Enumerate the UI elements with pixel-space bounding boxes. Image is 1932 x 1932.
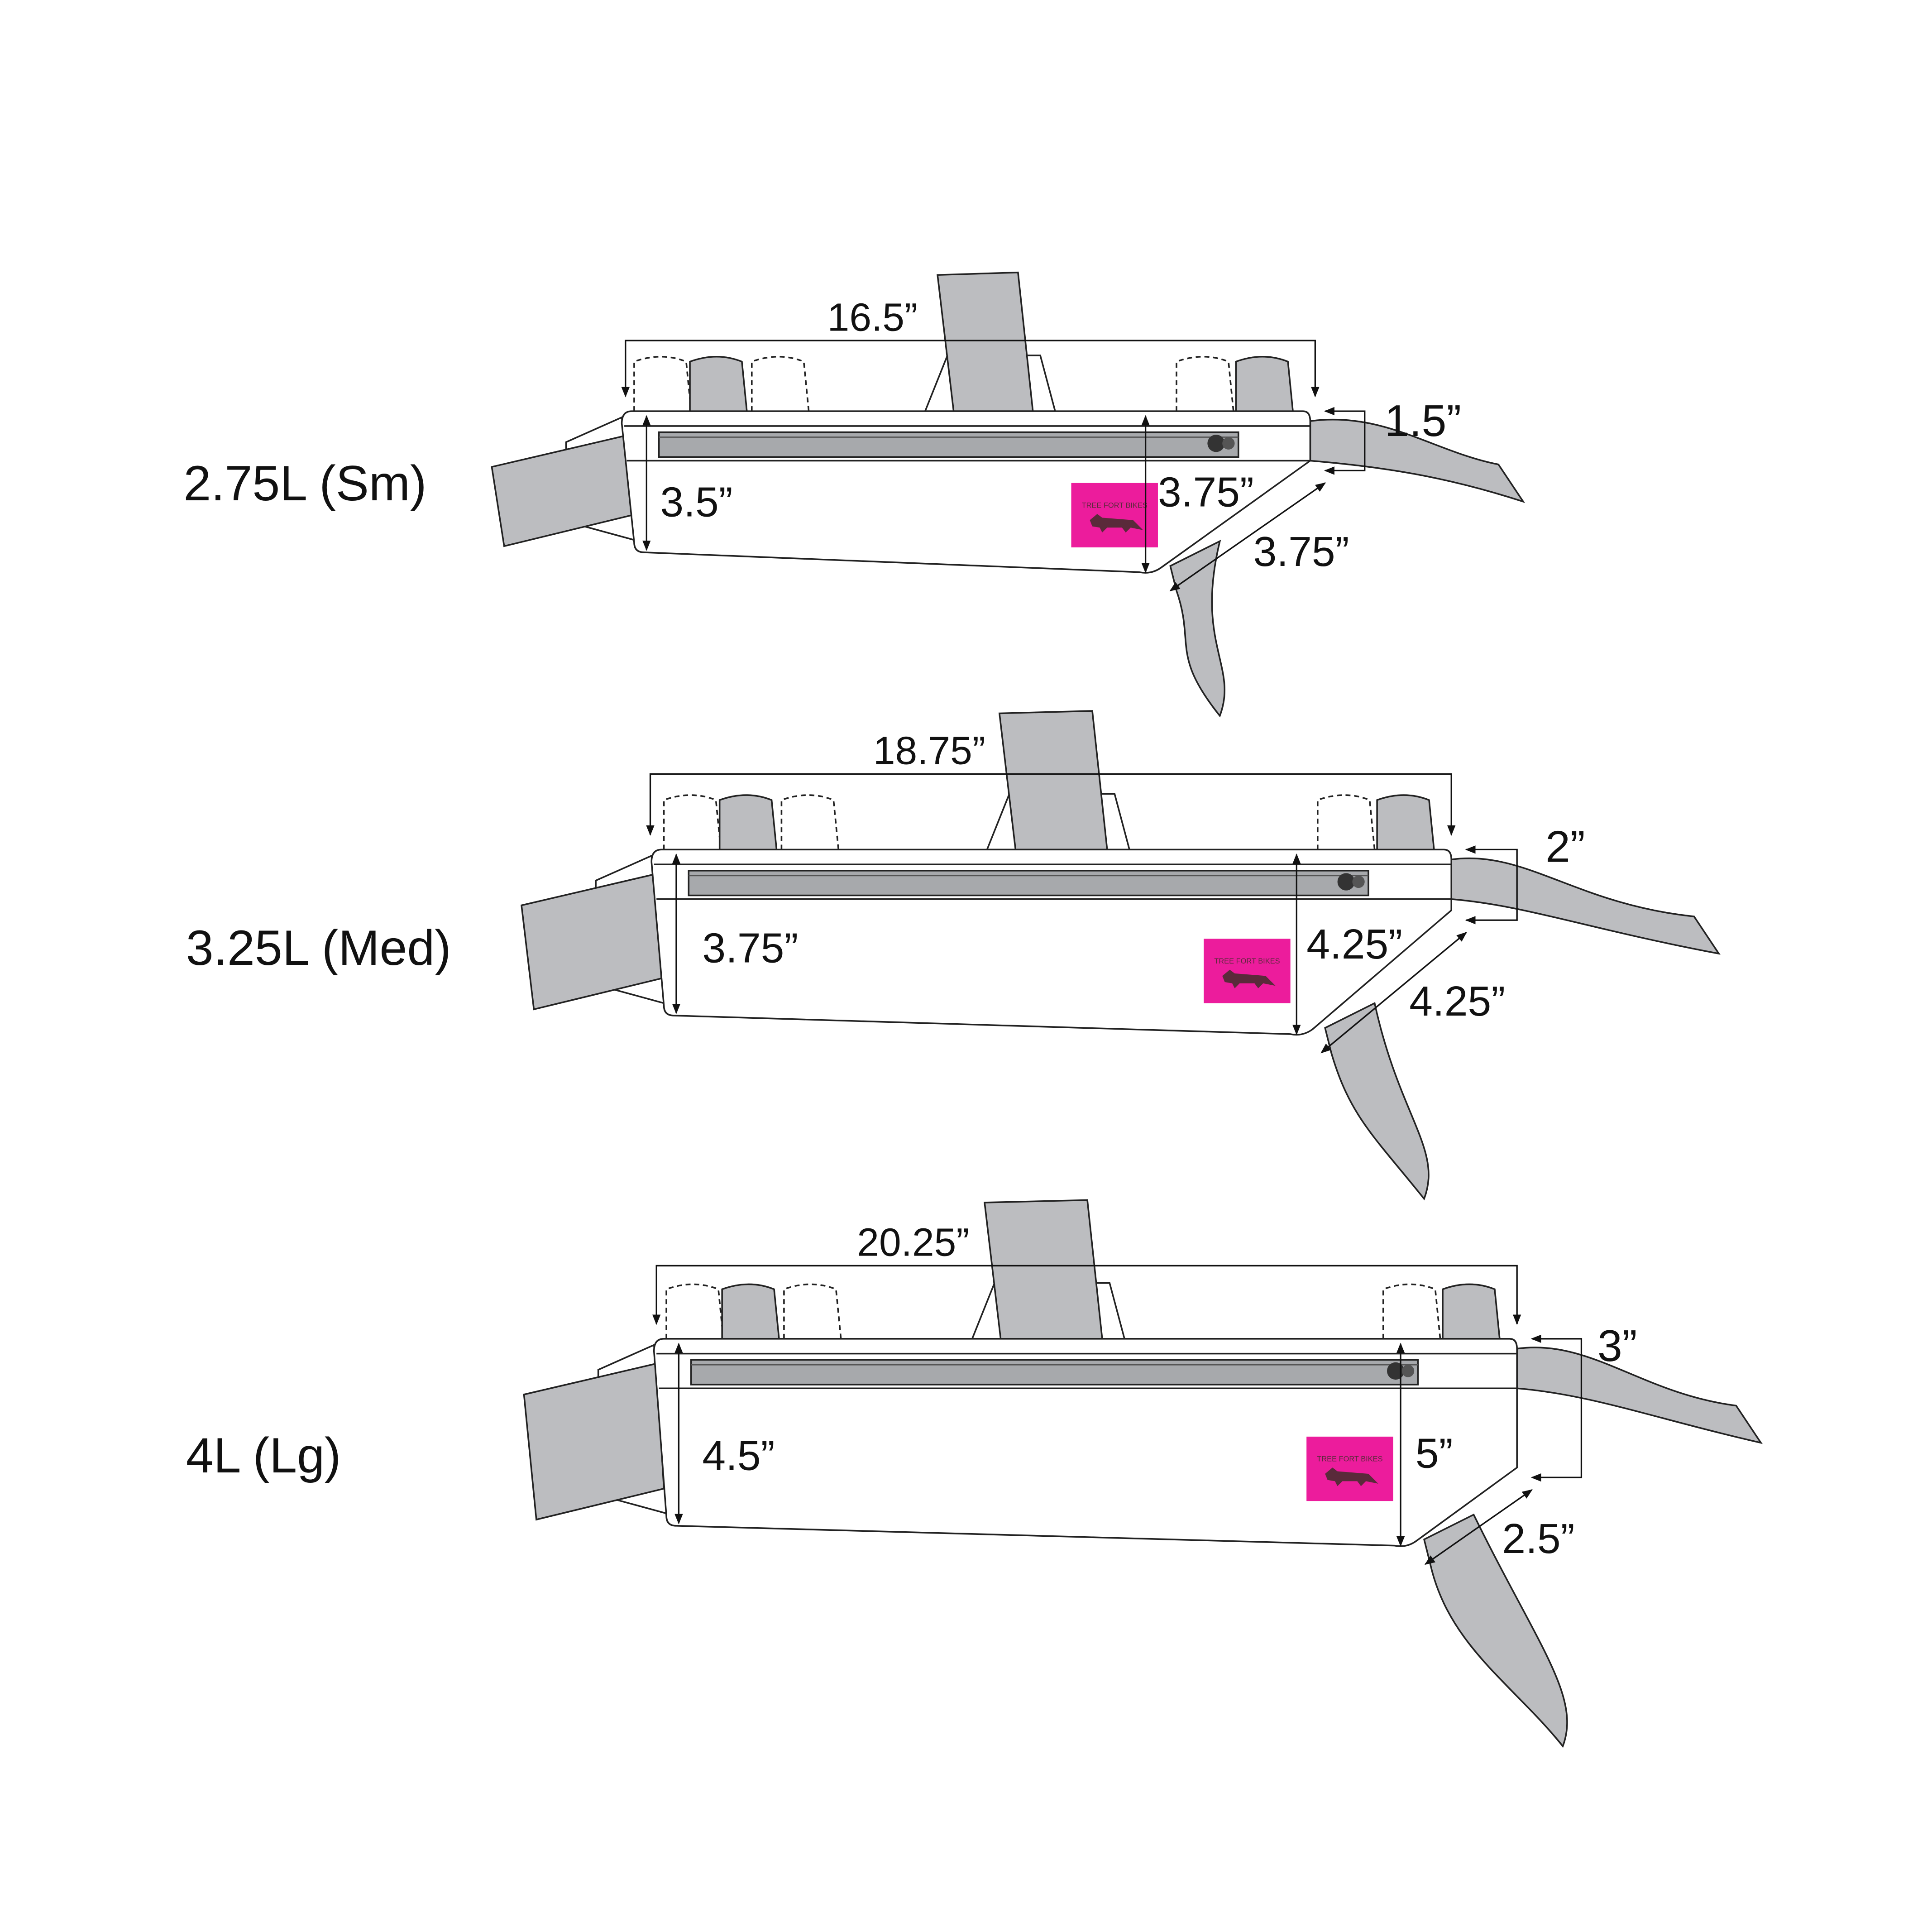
rear-height-label: 4.5” bbox=[702, 1432, 775, 1479]
size-label: 2.75L (Sm) bbox=[183, 456, 426, 511]
strap-gap-label: 2” bbox=[1545, 822, 1585, 872]
velcro-loop bbox=[689, 356, 748, 412]
dashed-loop bbox=[1317, 794, 1376, 850]
bag-large: TREE FORT BIKES 4L (Lg) 20.25” 4.5” 5” 3” 2.5” bbox=[186, 1199, 1763, 1748]
logo-text: TREE FORT BIKES bbox=[1082, 501, 1148, 509]
velcro-loop bbox=[1442, 1283, 1501, 1339]
dashed-loop bbox=[783, 1283, 842, 1339]
zipper bbox=[690, 1359, 1419, 1385]
diagonal-label: 2.5” bbox=[1502, 1515, 1574, 1562]
zipper-pull-icon bbox=[1387, 1362, 1405, 1380]
length-label: 16.5” bbox=[827, 295, 918, 339]
diagonal-dimension bbox=[1169, 482, 1326, 592]
length-dimension bbox=[621, 340, 1320, 398]
velcro-loop bbox=[1235, 356, 1294, 412]
dashed-loop bbox=[633, 356, 692, 412]
zipper-pull-icon bbox=[1207, 435, 1225, 452]
strap-gap-dimension bbox=[1324, 407, 1366, 475]
bag-body bbox=[653, 1338, 1518, 1547]
zipper-pull-icon bbox=[1401, 1365, 1415, 1377]
strap-gap-label: 3” bbox=[1597, 1321, 1637, 1371]
diagonal-dimension bbox=[1320, 932, 1467, 1054]
brand-logo: TREE FORT BIKES bbox=[1306, 1436, 1393, 1501]
down-tube-strap bbox=[1423, 1513, 1568, 1748]
length-dimension bbox=[652, 1265, 1521, 1325]
dashed-loop bbox=[1176, 356, 1234, 412]
logo-text: TREE FORT BIKES bbox=[1317, 1455, 1382, 1463]
dashed-loop bbox=[1382, 1283, 1441, 1339]
front-strap bbox=[1450, 857, 1721, 955]
logo-patch bbox=[1204, 939, 1291, 1003]
size-label: 3.25L (Med) bbox=[186, 920, 451, 976]
fox-icon bbox=[1222, 969, 1276, 988]
zipper-pull-icon bbox=[1337, 873, 1355, 891]
bag-medium: TREE FORT BIKES 3.25L (Med) 18.75” 3.75” 4.2… bbox=[186, 710, 1721, 1201]
diagonal-label: 4.25” bbox=[1409, 978, 1505, 1025]
front-height-label: 3.75” bbox=[1158, 469, 1254, 516]
brand-logo: TREE FORT BIKES bbox=[1204, 939, 1291, 1003]
length-label: 18.75” bbox=[873, 729, 985, 773]
diagonal-dimension bbox=[1424, 1489, 1533, 1565]
fox-icon bbox=[1325, 1467, 1378, 1486]
velcro-loop bbox=[721, 1283, 780, 1339]
dashed-loop bbox=[663, 794, 722, 850]
strap-gap-dimension bbox=[1465, 845, 1518, 925]
zipper bbox=[658, 431, 1239, 458]
size-label: 4L (Lg) bbox=[186, 1428, 341, 1483]
rear-height-label: 3.5” bbox=[660, 479, 732, 526]
front-strap bbox=[1309, 418, 1526, 503]
dashed-loop bbox=[751, 356, 810, 412]
zipper-pull-icon bbox=[1222, 437, 1235, 450]
top-strap bbox=[998, 710, 1108, 851]
logo-text: TREE FORT BIKES bbox=[1214, 957, 1280, 965]
velcro-loop bbox=[718, 794, 778, 850]
length-label: 20.25” bbox=[857, 1220, 969, 1265]
diagonal-label: 3.75” bbox=[1253, 528, 1349, 575]
front-strap bbox=[1516, 1347, 1763, 1444]
top-strap bbox=[984, 1199, 1103, 1340]
top-strap bbox=[937, 271, 1034, 412]
front-height-label: 5” bbox=[1416, 1429, 1453, 1477]
down-tube-strap bbox=[1169, 540, 1226, 718]
down-tube-strap bbox=[1324, 1002, 1430, 1201]
rear-height-label: 3.75” bbox=[702, 924, 798, 971]
zipper bbox=[688, 870, 1369, 896]
bag-small: TREE FORT BIKES 2.75L (Sm) 16.5” 3.5” 3.75” 1… bbox=[183, 271, 1526, 718]
fox-icon bbox=[1090, 514, 1143, 533]
zipper-pull-icon bbox=[1352, 875, 1365, 888]
length-dimension bbox=[646, 773, 1456, 836]
dashed-loop bbox=[780, 794, 840, 850]
front-height-label: 4.25” bbox=[1306, 920, 1402, 968]
logo-patch bbox=[1306, 1436, 1393, 1501]
dashed-loop bbox=[665, 1283, 724, 1339]
strap-gap-label: 1.5” bbox=[1385, 396, 1462, 446]
strap-gap-dimension bbox=[1530, 1334, 1583, 1482]
velcro-loop bbox=[1376, 794, 1435, 850]
